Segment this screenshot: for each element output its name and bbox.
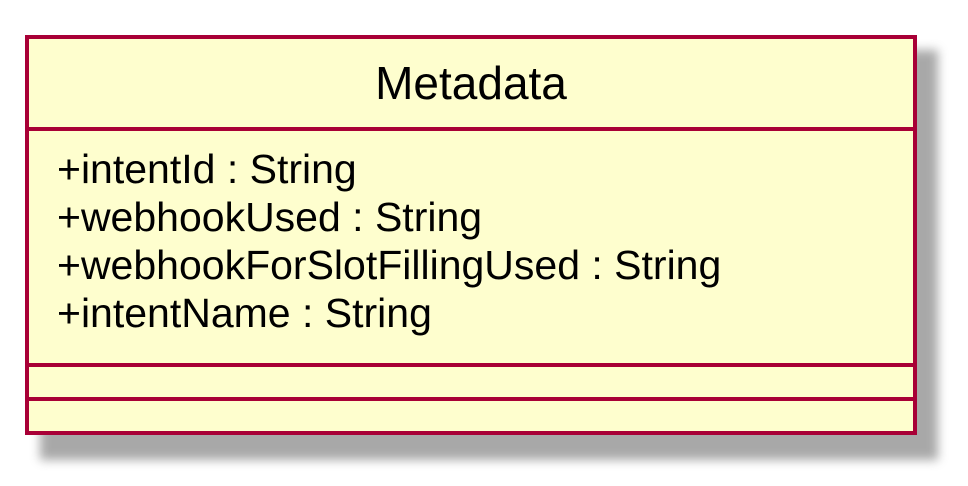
attribute-intent-name: +intentName : String xyxy=(57,290,432,336)
attribute-webhook-for-slot-filling-used: +webhookForSlotFillingUsed : String xyxy=(57,242,722,288)
attribute-intent-id: +intentId : String xyxy=(57,146,357,192)
attributes-compartment: +intentId : String +webhookUsed : String… xyxy=(29,131,913,367)
methods-compartment xyxy=(29,367,913,401)
attribute-webhook-used: +webhookUsed : String xyxy=(57,194,483,240)
class-name: Metadata xyxy=(29,39,913,131)
empty-compartment xyxy=(29,401,913,431)
uml-class-metadata[interactable]: Metadata +intentId : String +webhookUsed… xyxy=(25,35,917,435)
